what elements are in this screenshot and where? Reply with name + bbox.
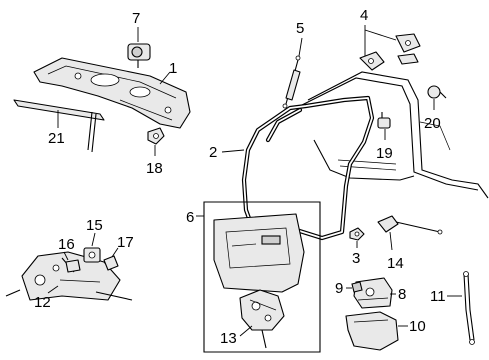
release-cable (377, 215, 443, 235)
callout-10: 10 (409, 318, 426, 335)
callout-13: 13 (220, 330, 237, 347)
bumper-stop (147, 127, 165, 145)
callout-4: 4 (360, 7, 368, 24)
leader-15 (91, 232, 96, 247)
callout-21: 21 (48, 130, 65, 147)
bracket-9 (351, 281, 363, 293)
assembly-box-6 (203, 201, 321, 353)
leader-5 (298, 37, 303, 57)
callout-11: 11 (430, 288, 446, 305)
callout-17: 17 (117, 234, 134, 251)
leader-16 (63, 251, 69, 261)
connecting-rod-11 (463, 271, 475, 345)
leader-14 (389, 231, 393, 251)
callout-3: 3 (352, 250, 360, 267)
leader-13 (239, 325, 253, 337)
liftgate-inner-panel (33, 57, 191, 129)
actuator-rod-16 (61, 257, 81, 273)
callout-14: 14 (387, 255, 404, 272)
gas-strut (282, 55, 301, 109)
callout-19: 19 (376, 145, 393, 162)
lock-nut (349, 227, 365, 241)
leader-4 (364, 25, 397, 56)
callout-16: 16 (58, 236, 75, 253)
callout-8: 8 (398, 286, 406, 303)
latch-actuator (127, 43, 151, 68)
trim-panel (213, 213, 305, 293)
callout-12: 12 (34, 294, 51, 311)
callout-1: 1 (169, 60, 177, 77)
callout-15: 15 (86, 217, 103, 234)
weatherstrip-bar (13, 99, 105, 153)
leader-17 (111, 247, 119, 258)
latch-assembly-13 (239, 289, 285, 349)
latch-module-8 (353, 277, 393, 309)
callout-20: 20 (424, 115, 441, 132)
callout-18: 18 (146, 160, 163, 177)
leader-12 (47, 285, 59, 294)
retaining-clip (377, 112, 391, 129)
callout-7: 7 (132, 10, 140, 27)
callout-5: 5 (296, 20, 304, 37)
latch-cover-10 (345, 311, 399, 351)
hinge-bolt (427, 85, 447, 99)
body-opening (299, 71, 489, 199)
switch-17 (103, 255, 119, 271)
callout-9: 9 (335, 280, 343, 297)
latch-base-12 (5, 251, 133, 301)
leader-2 (221, 149, 245, 153)
liftgate-hinge (359, 33, 421, 71)
callout-2: 2 (209, 144, 217, 161)
callout-6: 6 (186, 209, 194, 226)
leader-1 (159, 71, 171, 85)
lock-cylinder-15 (83, 247, 101, 263)
